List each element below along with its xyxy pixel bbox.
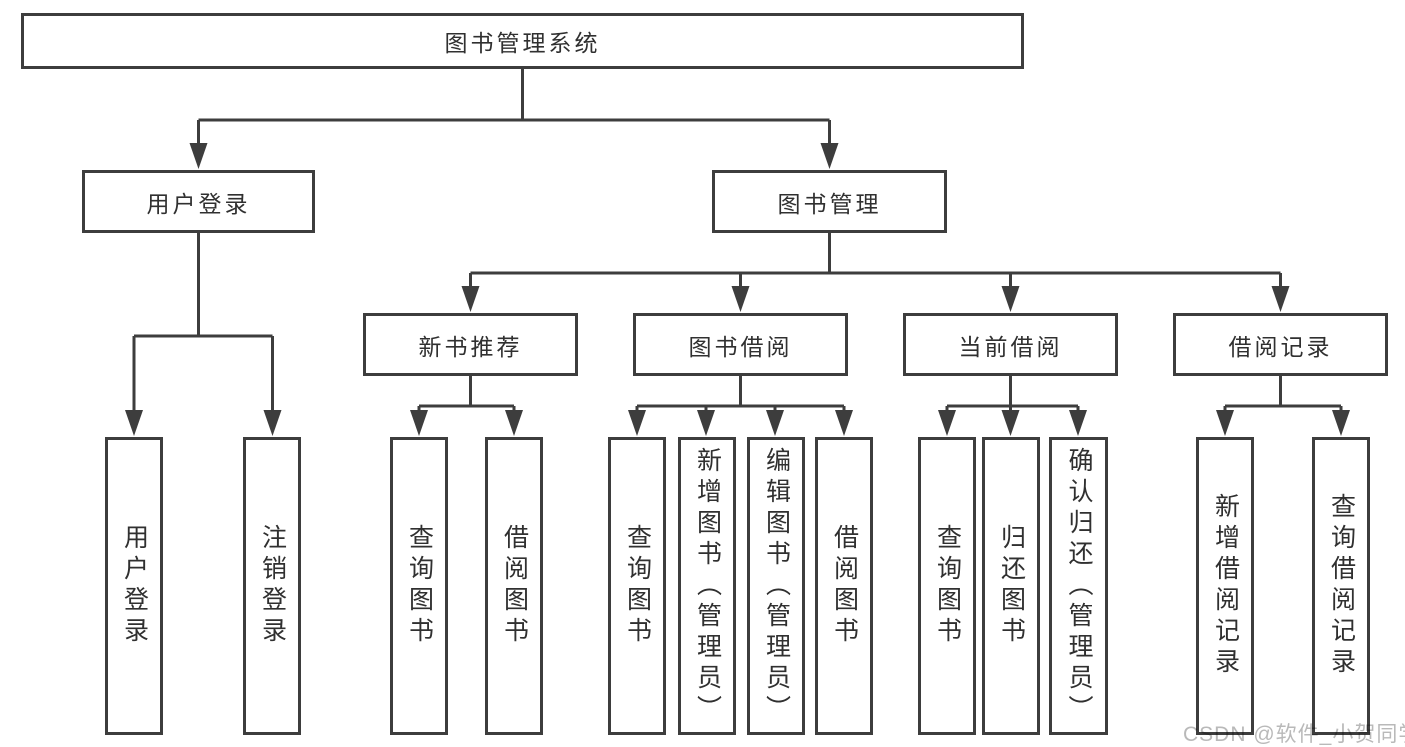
leaf-newbook-borrow: 借阅图书 bbox=[485, 437, 543, 735]
arrowhead-icon bbox=[766, 410, 784, 436]
leaf-borrow-add-book-label: 新增图书（管理员） bbox=[693, 446, 722, 726]
arrowhead-icon bbox=[1216, 410, 1234, 436]
node-borrow-record: 借阅记录 bbox=[1173, 313, 1388, 376]
node-book-borrow: 图书借阅 bbox=[633, 313, 848, 376]
connector-book-management-to-level3 bbox=[461, 233, 1290, 312]
arrowhead-icon bbox=[835, 410, 853, 436]
arrowhead-icon bbox=[125, 410, 143, 436]
leaf-borrow-add-book: 新增图书（管理员） bbox=[678, 437, 736, 735]
leaf-borrow-edit-book-label: 编辑图书（管理员） bbox=[762, 446, 791, 726]
node-user-login: 用户登录 bbox=[82, 170, 315, 233]
node-root: 图书管理系统 bbox=[21, 13, 1024, 69]
leaf-logout-label: 注销登录 bbox=[258, 524, 287, 648]
arrowhead-icon bbox=[731, 286, 750, 312]
arrowhead-icon bbox=[1001, 286, 1020, 312]
csdn-watermark: CSDN @软件_小贺同学 bbox=[1183, 723, 1405, 746]
node-current-borrow-label: 当前借阅 bbox=[958, 333, 1063, 360]
node-current-borrow: 当前借阅 bbox=[903, 313, 1118, 376]
leaf-confirm-return-label: 确认归还（管理员） bbox=[1065, 446, 1093, 726]
arrowhead-icon bbox=[263, 410, 282, 436]
leaf-logout: 注销登录 bbox=[243, 437, 301, 735]
leaf-newbook-query-label: 查询图书 bbox=[405, 524, 434, 648]
leaf-borrow-query: 查询图书 bbox=[608, 437, 666, 735]
arrowhead-icon bbox=[189, 143, 208, 169]
arrowhead-icon bbox=[410, 410, 428, 436]
connector-borrow-record-to-leaves bbox=[1216, 376, 1350, 436]
node-book-management-label: 图书管理 bbox=[777, 190, 882, 217]
leaf-current-query: 查询图书 bbox=[918, 437, 976, 735]
arrowhead-icon bbox=[628, 410, 646, 436]
leaf-borrow-book: 借阅图书 bbox=[815, 437, 873, 735]
arrowhead-icon bbox=[461, 286, 480, 312]
connector-current-borrow-to-leaves bbox=[938, 376, 1087, 436]
leaf-user-login-label: 用户登录 bbox=[120, 524, 149, 648]
connector-new-book-to-leaves bbox=[410, 376, 523, 436]
node-book-management: 图书管理 bbox=[712, 170, 947, 233]
leaf-confirm-return: 确认归还（管理员） bbox=[1049, 437, 1108, 735]
node-borrow-record-label: 借阅记录 bbox=[1228, 333, 1333, 360]
arrowhead-icon bbox=[820, 143, 839, 169]
node-root-label: 图书管理系统 bbox=[444, 30, 601, 56]
connector-root-to-level2 bbox=[189, 69, 839, 169]
node-new-book-recommend-label: 新书推荐 bbox=[418, 333, 523, 360]
arrowhead-icon bbox=[1332, 410, 1350, 436]
node-book-borrow-label: 图书借阅 bbox=[688, 333, 793, 360]
leaf-return-book-label: 归还图书 bbox=[997, 524, 1026, 648]
connector-user-login-to-leaves bbox=[125, 233, 282, 436]
leaf-query-borrow-record: 查询借阅记录 bbox=[1312, 437, 1370, 735]
leaf-current-query-label: 查询图书 bbox=[933, 524, 962, 648]
leaf-user-login: 用户登录 bbox=[105, 437, 163, 735]
leaf-borrow-book-label: 借阅图书 bbox=[830, 524, 859, 648]
node-new-book-recommend: 新书推荐 bbox=[363, 313, 578, 376]
leaf-newbook-query: 查询图书 bbox=[390, 437, 448, 735]
arrowhead-icon bbox=[1069, 410, 1087, 436]
leaf-query-borrow-record-label: 查询借阅记录 bbox=[1327, 493, 1356, 679]
leaf-borrow-query-label: 查询图书 bbox=[623, 524, 652, 648]
leaf-newbook-borrow-label: 借阅图书 bbox=[500, 524, 529, 648]
arrowhead-icon bbox=[1001, 410, 1020, 436]
node-user-login-label: 用户登录 bbox=[146, 190, 251, 217]
arrowhead-icon bbox=[505, 410, 523, 436]
leaf-borrow-edit-book: 编辑图书（管理员） bbox=[747, 437, 805, 735]
leaf-add-borrow-record: 新增借阅记录 bbox=[1196, 437, 1254, 735]
arrowhead-icon bbox=[1271, 286, 1290, 312]
arrowhead-icon bbox=[697, 410, 715, 436]
leaf-add-borrow-record-label: 新增借阅记录 bbox=[1211, 493, 1240, 679]
leaf-return-book: 归还图书 bbox=[982, 437, 1040, 735]
connector-book-borrow-to-leaves bbox=[628, 376, 853, 436]
arrowhead-icon bbox=[938, 410, 956, 436]
